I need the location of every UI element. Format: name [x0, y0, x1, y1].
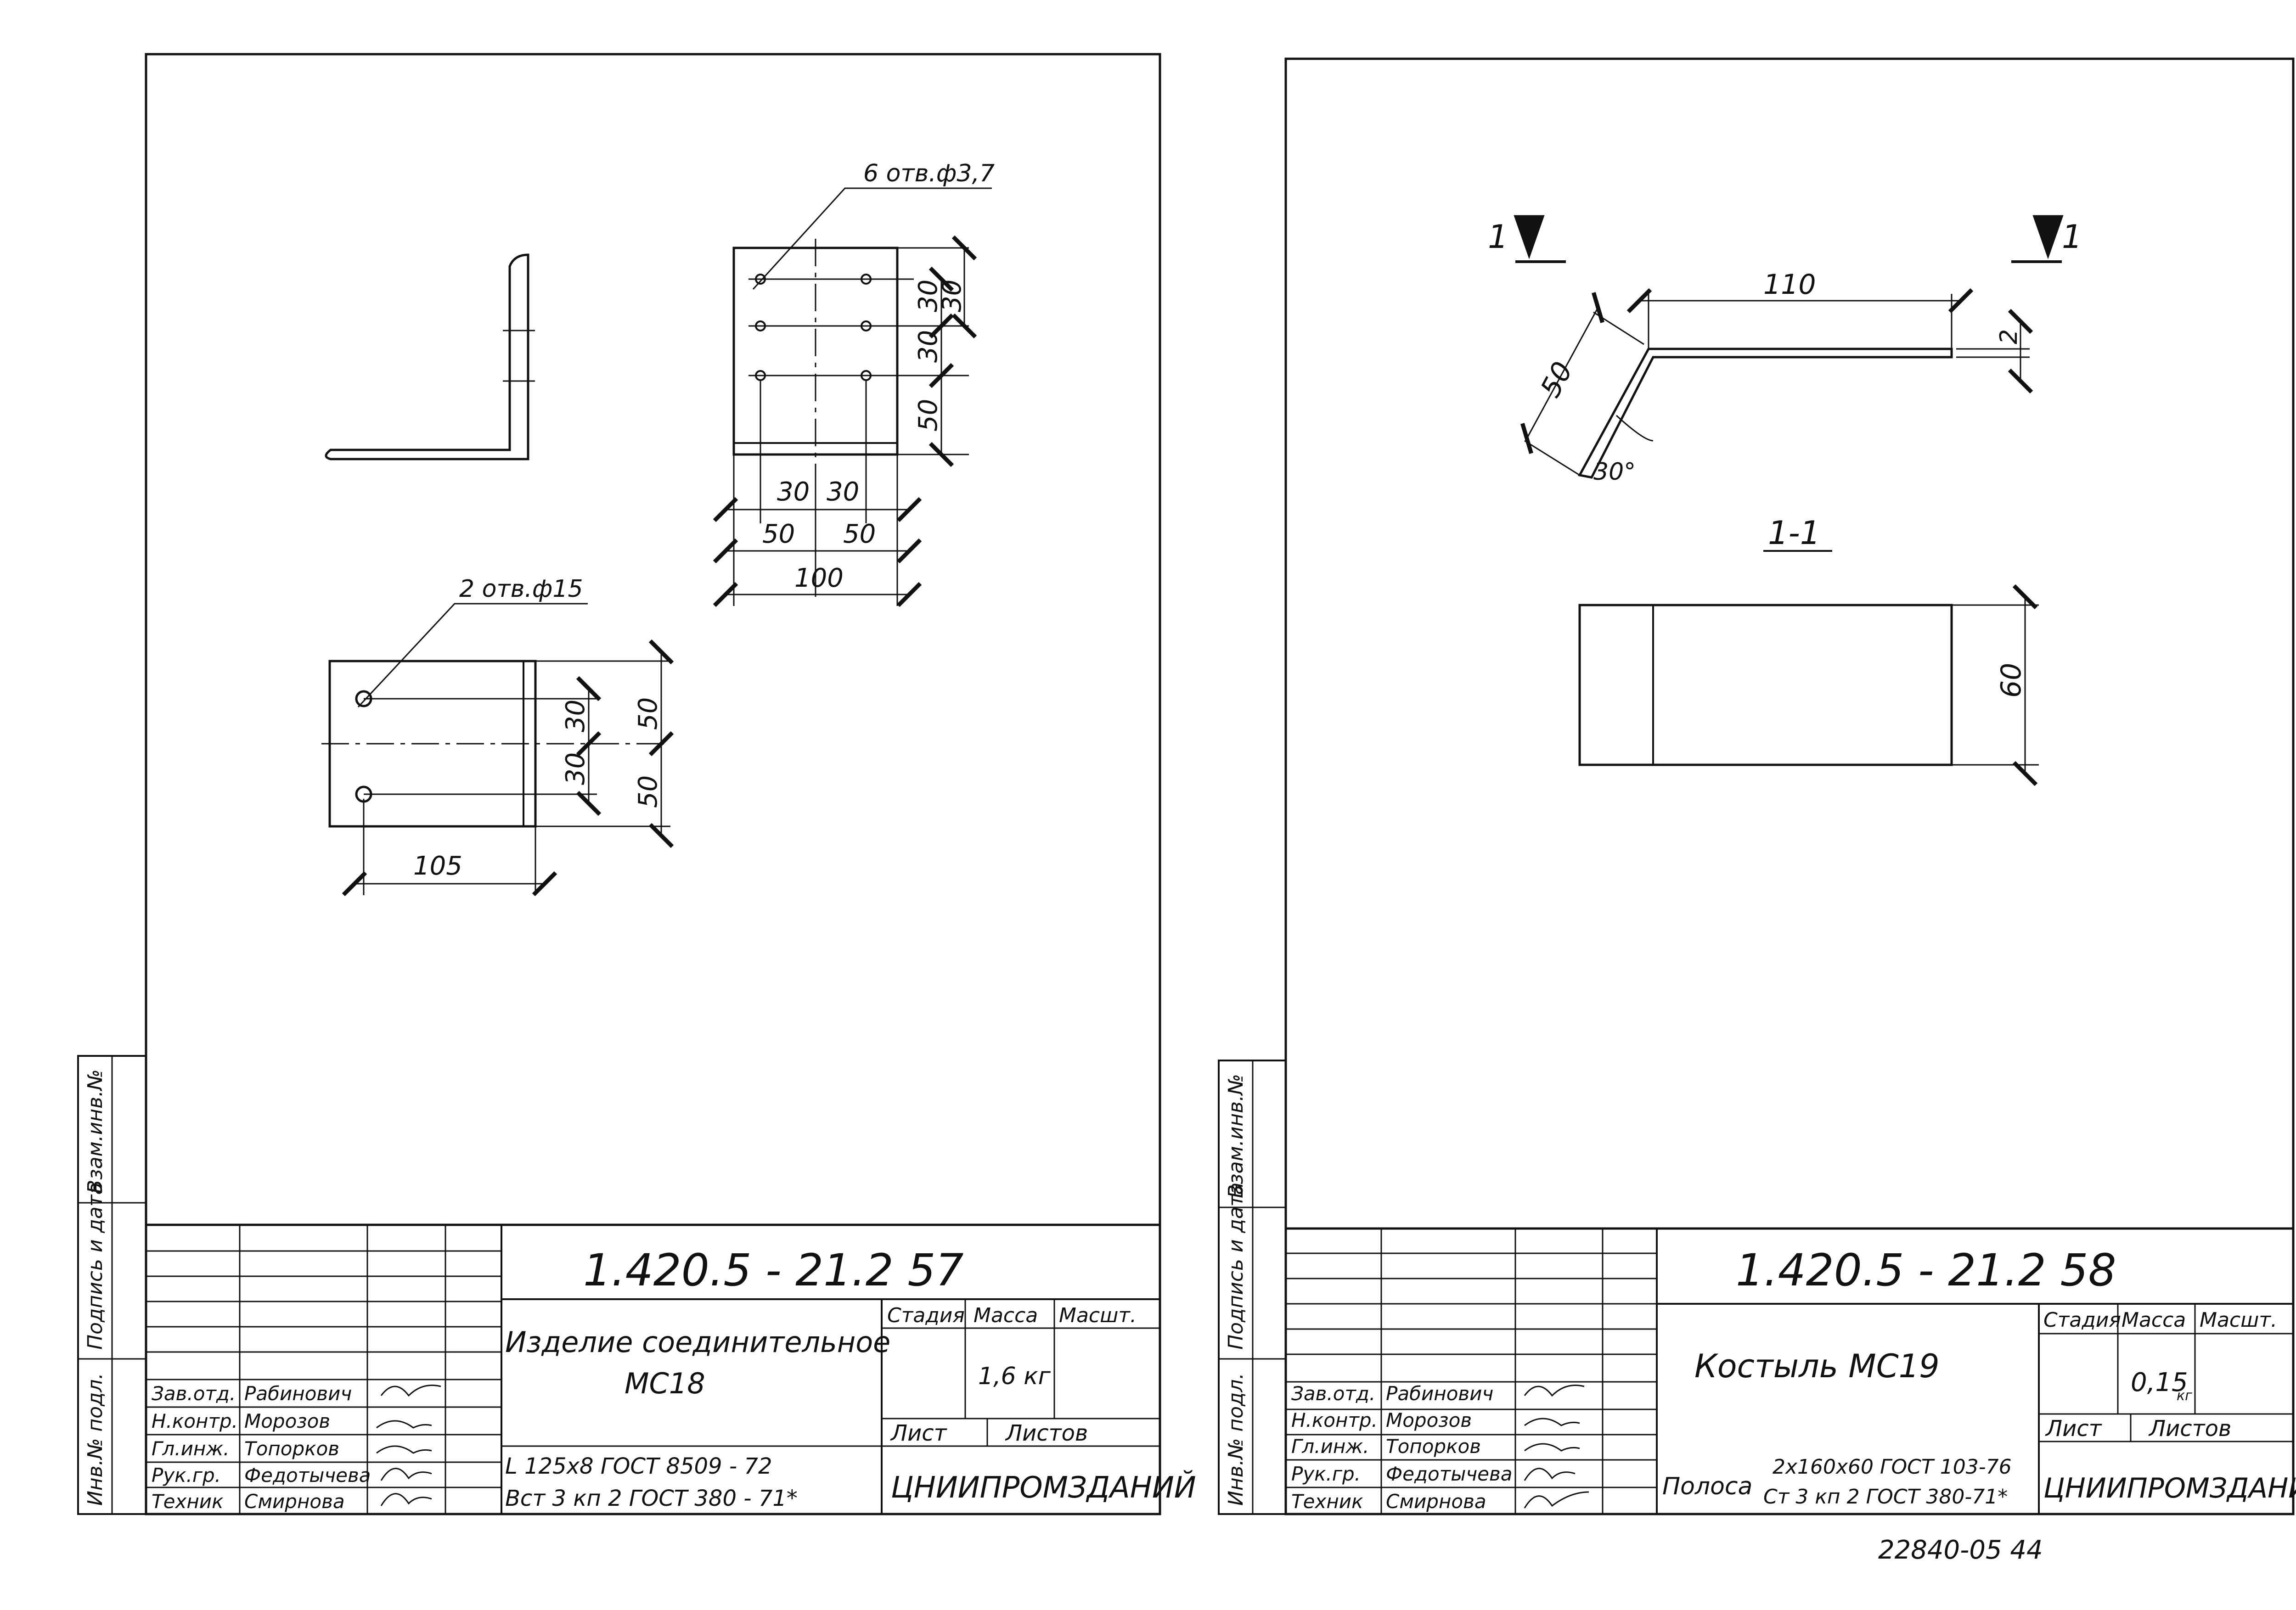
right-sheet: Инв.№ подл. Подпись и дата Взам.инв.№ 1 … [1218, 57, 2296, 1515]
role-label: Гл.инж. [152, 1437, 230, 1460]
mass-unit: кг [2177, 1388, 2192, 1404]
sheets-label: Листов [1005, 1420, 1088, 1446]
person-name: Рабинович [1386, 1382, 1493, 1405]
signature [1524, 1491, 1589, 1509]
dim-60: 60 [1995, 663, 2027, 698]
organization: ЦНИИПРОМЗДАНИЙ [891, 1470, 1196, 1505]
hdr-stage: Стадия [2043, 1308, 2121, 1332]
section-marker-left: 1 [1488, 218, 1508, 256]
side-stamp-sign: Подпись и дата [84, 1183, 107, 1350]
dim-30: 30 [937, 280, 967, 312]
side-stamp-replace: Взам.инв.№ [1224, 1074, 1248, 1198]
signature [376, 1445, 432, 1454]
role-label: Техник [152, 1490, 224, 1513]
dim-50: 50 [633, 775, 663, 808]
person-name: Топорков [1386, 1435, 1481, 1458]
side-stamp-inv: Инв.№ подл. [1224, 1373, 1248, 1506]
right-title-block: 1.420.5 - 21.2 58 Костыль МС19 Стадия Ма… [1284, 1227, 2296, 1515]
material-prefix: Полоса [1662, 1473, 1752, 1500]
side-stamp-sign: Подпись и дата [1224, 1183, 1248, 1350]
role-label: Рук.гр. [1291, 1463, 1361, 1485]
person-name: Смирнова [1386, 1490, 1486, 1513]
hdr-stage: Стадия [887, 1304, 965, 1327]
crutch-profile: 110 2 50 30° [1520, 269, 2033, 486]
hdr-mass: Масса [2122, 1308, 2186, 1332]
role-label: Гл.инж. [1291, 1435, 1369, 1458]
dim-50: 50 [1534, 357, 1579, 403]
sheet-label: Лист [2045, 1416, 2103, 1442]
material-line1: 2х160х60 ГОСТ 103-76 [1773, 1455, 2012, 1479]
person-name: Федотычева [1386, 1463, 1513, 1485]
role-label: Техник [1291, 1490, 1363, 1513]
signature [1524, 1385, 1585, 1397]
doc-number: 1.420.5 - 21.2 57 [583, 1245, 964, 1296]
dim-30: 30 [561, 700, 591, 732]
doc-number: 1.420.5 - 21.2 58 [1736, 1245, 2116, 1296]
sheet-label: Лист [890, 1420, 948, 1446]
section-label: 1-1 [1768, 514, 1820, 552]
label-holes-small: 6 отв.ф3,7 [863, 160, 995, 187]
section-view: 1-1 60 [1578, 514, 2039, 786]
hdr-scale: Масшт. [2200, 1308, 2277, 1332]
signature [380, 1468, 432, 1481]
angle-profile [325, 253, 529, 460]
organization: ЦНИИПРОМЗДАНИЙ [2043, 1472, 2296, 1504]
dim-105: 105 [413, 851, 462, 881]
label-holes-large: 2 отв.ф15 [459, 575, 583, 603]
side-stamp-replace: Взам.инв.№ [84, 1069, 107, 1194]
mass-value: 1,6 кг [978, 1363, 1051, 1390]
dim-30: 30 [777, 477, 810, 507]
dim-30: 30 [561, 752, 591, 785]
material-line2: Вст 3 кп 2 ГОСТ 380 - 71* [505, 1486, 798, 1511]
dim-50: 50 [633, 697, 663, 730]
dim-50: 50 [762, 519, 795, 549]
footer-code: 22840-05 44 [1878, 1535, 2043, 1565]
signature [376, 1420, 432, 1429]
person-name: Топорков [244, 1437, 339, 1460]
person-name: Смирнова [244, 1490, 345, 1513]
section-marker-right: 1 [2062, 218, 2082, 256]
item-title: Изделие соединительное [505, 1325, 890, 1359]
dim-30: 30 [827, 477, 859, 507]
material-line2: Ст 3 кп 2 ГОСТ 380-71* [1763, 1485, 2008, 1509]
section-markers: 1 1 [1488, 215, 2082, 263]
leg-two-holes: 30 30 50 50 105 2 отв.ф15 [321, 575, 670, 897]
dim-50: 50 [913, 399, 943, 432]
dim-100: 100 [794, 563, 844, 593]
person-name: Рабинович [244, 1382, 352, 1405]
mass-value: 0,15 [2131, 1368, 2188, 1397]
role-label: Н.контр. [1291, 1409, 1378, 1431]
sheets-label: Листов [2148, 1416, 2231, 1442]
person-name: Федотычева [244, 1464, 371, 1487]
signature [1524, 1468, 1576, 1481]
leg-six-holes: 30 30 30 50 30 30 50 50 100 6 отв.ф3,7 [713, 160, 995, 607]
dim-30: 30 [913, 330, 943, 363]
dim-30: 30 [913, 280, 943, 312]
left-side-stamp: Инв.№ подл. Подпись и дата Взам.инв.№ [77, 1055, 147, 1515]
item-code: МС18 [625, 1367, 705, 1400]
dim-angle: 30° [1593, 458, 1636, 486]
item-title: Костыль МС19 [1694, 1347, 1940, 1385]
dim-50: 50 [843, 519, 876, 549]
role-label: Рук.гр. [152, 1464, 221, 1487]
material-line1: L 125х8 ГОСТ 8509 - 72 [505, 1453, 772, 1479]
side-stamp-inv: Инв.№ подл. [84, 1373, 107, 1506]
role-label: Зав.отд. [152, 1382, 236, 1405]
dim-110: 110 [1763, 269, 1816, 301]
right-side-stamp: Инв.№ подл. Подпись и дата Взам.инв.№ [1218, 1060, 1287, 1515]
signature [380, 1385, 441, 1397]
left-sheet: Инв.№ подл. Подпись и дата Взам.инв.№ [77, 53, 1196, 1515]
signature [1524, 1443, 1580, 1452]
hdr-mass: Масса [974, 1304, 1038, 1327]
person-name: Морозов [1386, 1409, 1472, 1431]
signature [380, 1493, 432, 1506]
signature [1524, 1418, 1580, 1426]
person-name: Морозов [244, 1410, 330, 1432]
role-label: Н.контр. [152, 1410, 238, 1432]
dim-2: 2 [1995, 329, 2023, 344]
role-label: Зав.отд. [1291, 1382, 1375, 1405]
left-title-block: 1.420.5 - 21.2 57 Изделие соединительное… [145, 1223, 1196, 1515]
hdr-scale: Масшт. [1059, 1304, 1137, 1327]
